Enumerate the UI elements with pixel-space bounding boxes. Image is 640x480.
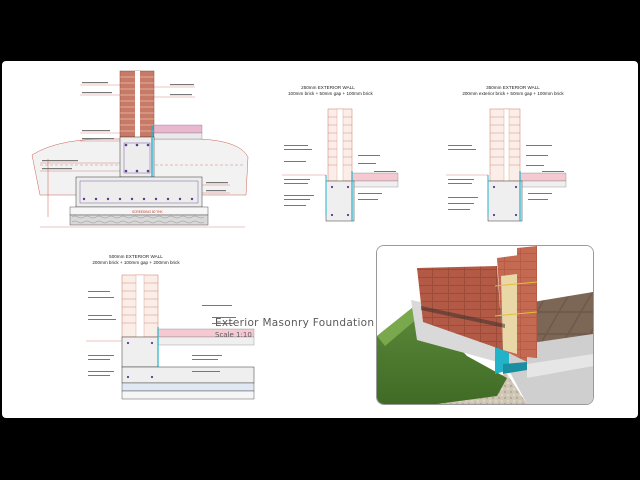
detail-2-subtitle: 100mm brick + 50mm gap + 100mm brick [288,91,373,96]
3d-render-panel [376,245,594,405]
detail-3-subtitle: 200mm exterior brick + 50mm gap + 100mm … [462,91,564,96]
wall-section-500 [86,274,255,400]
scale-label: Scale 1:10 [215,331,252,339]
wall-section-350 [446,108,567,222]
detail-3-title: 350mm EXTERIOR WALL [486,85,540,90]
wall-section-250 [282,108,399,222]
detail-4-title: 500mm EXTERIOR WALL [109,254,163,259]
drawing-sheet: SCREEDING 50 THK 250mm EXTERIOR WALL 100… [2,61,638,418]
detail-2-title: 250mm EXTERIOR WALL [301,85,355,90]
foundation-3d-render [377,246,593,404]
detail-4-subtitle: 200mm brick + 100mm gap + 200mm brick [92,260,180,265]
page-title: Exterior Masonry Foundation Detail [215,317,411,329]
title-block: Exterior Masonry Foundation Detail Scale… [215,317,411,339]
foundation-section-main: SCREEDING 50 THK [31,70,249,228]
svg-text:SCREEDING 50 THK: SCREEDING 50 THK [132,210,163,214]
